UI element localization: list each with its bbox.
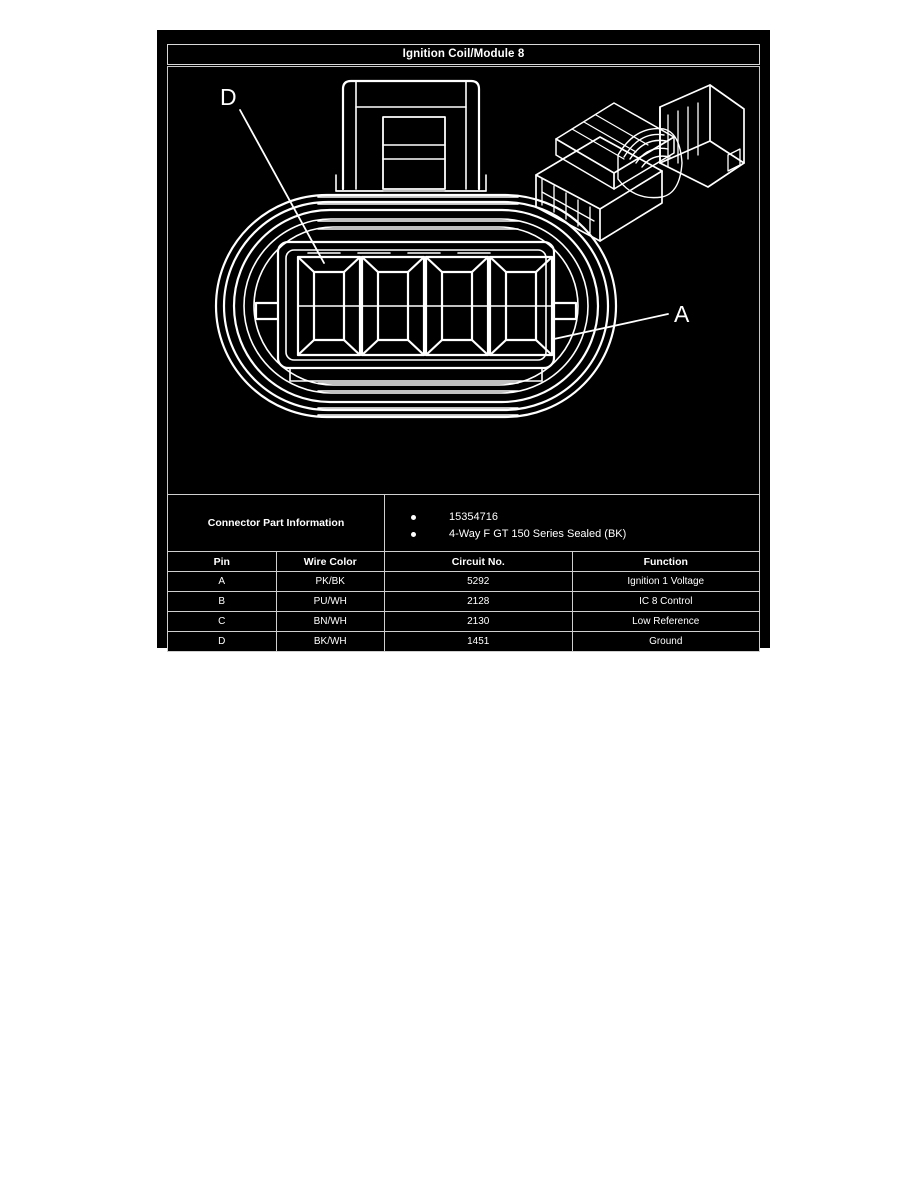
page-title: Ignition Coil/Module 8 bbox=[402, 47, 525, 60]
callout-label-d: D bbox=[220, 84, 237, 110]
connector-diagram-panel: Ignition Coil/Module 8 bbox=[157, 30, 770, 652]
cell-circuit-no: 1451 bbox=[384, 631, 573, 652]
connector-latch-tower bbox=[335, 79, 487, 192]
connector-part-information-values: 15354716 4-Way F GT 150 Series Sealed (B… bbox=[384, 494, 760, 552]
column-header-circuit-no: Circuit No. bbox=[384, 551, 573, 572]
callout-leaders bbox=[239, 109, 669, 340]
connector-isometric-view bbox=[535, 84, 745, 242]
cell-wire-color: PK/BK bbox=[275, 571, 385, 592]
bullet-icon bbox=[411, 515, 416, 520]
cell-function: Ground bbox=[571, 631, 760, 652]
cell-wire-color: BN/WH bbox=[275, 611, 385, 632]
cell-circuit-no: 2130 bbox=[384, 611, 573, 632]
column-header-wire-color: Wire Color bbox=[275, 551, 385, 572]
callout-label-a: A bbox=[674, 301, 690, 327]
column-header-pin: Pin bbox=[167, 551, 277, 572]
pin-cavity-1 bbox=[296, 255, 362, 357]
table-row: C BN/WH 2130 Low Reference bbox=[167, 611, 760, 632]
table-row: B PU/WH 2128 IC 8 Control bbox=[167, 591, 760, 612]
cell-function: IC 8 Control bbox=[571, 591, 760, 612]
cell-function: Ignition 1 Voltage bbox=[571, 571, 760, 592]
cell-pin: D bbox=[167, 631, 277, 652]
diagram-title-bar: Ignition Coil/Module 8 bbox=[167, 44, 760, 65]
callout-leader-D bbox=[239, 109, 325, 264]
pin-cavity-2 bbox=[360, 255, 426, 357]
connector-part-information-row: Connector Part Information 15354716 4-Wa… bbox=[167, 494, 760, 552]
table-row: A PK/BK 5292 Ignition 1 Voltage bbox=[167, 571, 760, 592]
cell-circuit-no: 5292 bbox=[384, 571, 573, 592]
connector-terminal-body bbox=[254, 240, 578, 382]
bullet-icon bbox=[411, 532, 416, 537]
cell-wire-color: BK/WH bbox=[275, 631, 385, 652]
part-description-text: 4-Way F GT 150 Series Sealed (BK) bbox=[449, 528, 627, 540]
cell-pin: B bbox=[167, 591, 277, 612]
connector-info-table: Connector Part Information 15354716 4-Wa… bbox=[167, 494, 760, 652]
pin-cavity-4 bbox=[488, 255, 554, 357]
connector-shell-ribs bbox=[317, 196, 519, 416]
connector-drawing: D A bbox=[214, 79, 745, 419]
part-number-text: 15354716 bbox=[449, 511, 498, 523]
cell-pin: A bbox=[167, 571, 277, 592]
pin-cavity-3 bbox=[424, 255, 490, 357]
list-item: 4-Way F GT 150 Series Sealed (BK) bbox=[411, 526, 759, 543]
table-row: D BK/WH 1451 Ground bbox=[167, 631, 760, 652]
callout-leader-A bbox=[553, 313, 669, 340]
cell-circuit-no: 2128 bbox=[384, 591, 573, 612]
list-item: 15354716 bbox=[411, 509, 759, 526]
connector-part-information-label: Connector Part Information bbox=[167, 494, 385, 552]
connector-illustration-area: D A bbox=[167, 66, 760, 494]
column-header-function: Function bbox=[571, 551, 760, 572]
cell-wire-color: PU/WH bbox=[275, 591, 385, 612]
table-header-row: Pin Wire Color Circuit No. Function bbox=[167, 551, 760, 572]
connector-oval-shells bbox=[214, 193, 618, 419]
cell-pin: C bbox=[167, 611, 277, 632]
cell-function: Low Reference bbox=[571, 611, 760, 632]
